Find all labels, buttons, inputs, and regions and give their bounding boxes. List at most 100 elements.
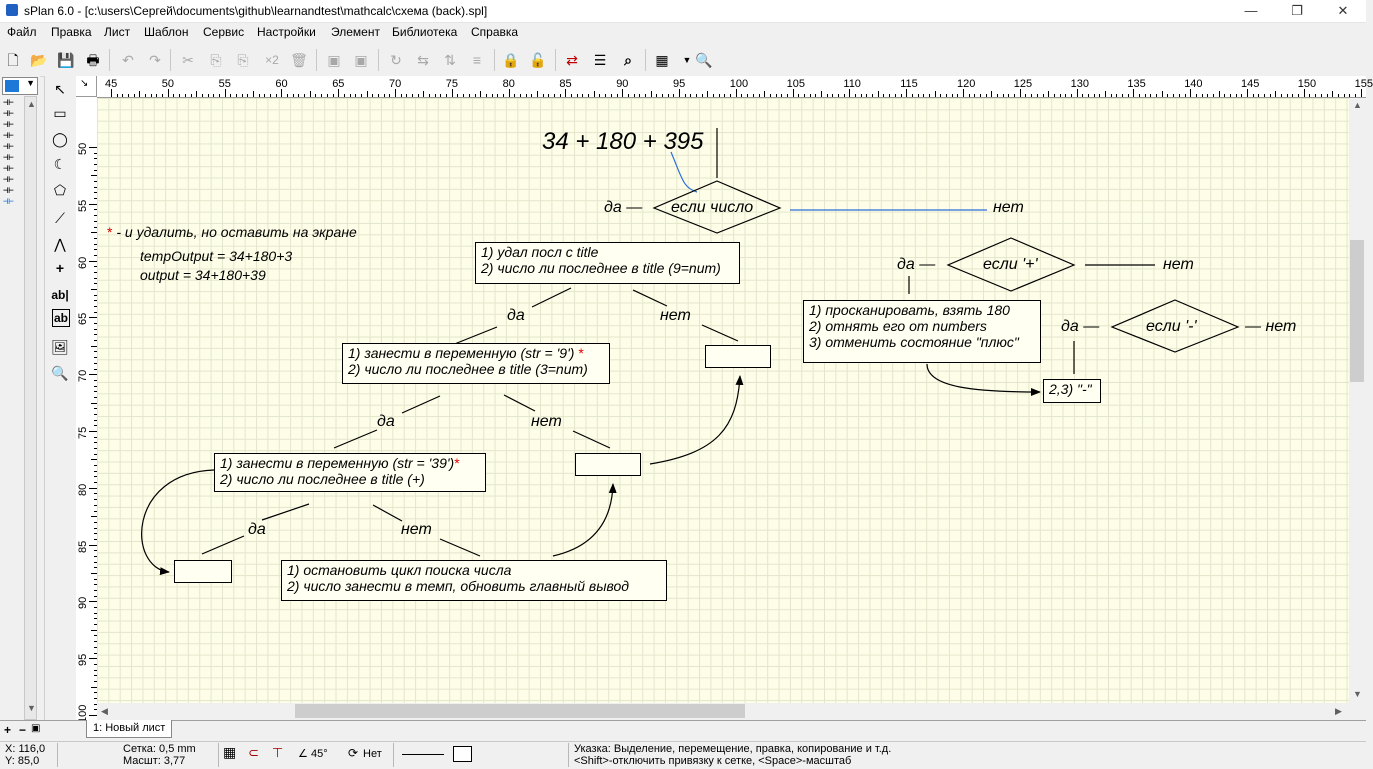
scroll-down-icon[interactable]: ▼: [1353, 689, 1362, 699]
library-symbol[interactable]: ⊣⊢: [3, 142, 14, 152]
expression-text[interactable]: 34 + 180 + 395: [542, 128, 704, 155]
polygon-tool-icon[interactable]: ⬠: [53, 182, 67, 198]
cond1-yes-label[interactable]: да —: [604, 199, 643, 216]
library-symbol[interactable]: ⊣⊢: [3, 131, 14, 141]
undo-icon[interactable]: ↶: [122, 52, 134, 68]
unlock-icon[interactable]: 🔓: [529, 52, 547, 68]
fill-color-preview[interactable]: [453, 746, 472, 762]
library-symbol[interactable]: ⊣⊢: [3, 164, 14, 174]
menu-template[interactable]: Шаблон: [144, 25, 189, 39]
align-icon[interactable]: ≡: [472, 52, 482, 68]
copy-icon[interactable]: ⎘: [210, 52, 222, 68]
library-symbol[interactable]: ⊣⊢: [3, 153, 14, 163]
b3-yes-label[interactable]: да: [248, 521, 266, 538]
image-tool-icon[interactable]: 🖼: [51, 339, 69, 355]
temp-output-text[interactable]: tempOutput = 34+180+3: [140, 248, 293, 264]
redo-icon[interactable]: ↷: [149, 52, 161, 68]
delete-icon[interactable]: 🗑: [290, 52, 308, 68]
cond1-no-label[interactable]: нет: [993, 199, 1024, 216]
rectangle-tool-icon[interactable]: ▭: [53, 105, 67, 121]
drawing-canvas[interactable]: 34 + 180 + 395 * - и удалить, но оставит…: [97, 98, 1349, 703]
rotate-icon[interactable]: ⟳: [348, 746, 359, 760]
box-step4[interactable]: 1) остановить цикл поиска числа 2) число…: [281, 560, 667, 601]
mirror-horizontal-icon[interactable]: ⇆: [417, 52, 429, 68]
note-text[interactable]: * - и удалить, но оставить на экране: [107, 224, 357, 240]
mirror-vertical-icon[interactable]: ⇅: [444, 52, 456, 68]
menu-edit[interactable]: Правка: [51, 25, 92, 39]
arc-tool-icon[interactable]: ☾: [53, 156, 67, 172]
menu-file[interactable]: Файл: [7, 25, 37, 39]
angle-icon[interactable]: ∠: [298, 748, 308, 760]
vertical-scroll-thumb[interactable]: [1350, 240, 1364, 382]
b2-yes-label[interactable]: да: [377, 413, 395, 430]
library-symbol[interactable]: ⊣⊢: [3, 197, 14, 207]
menu-settings[interactable]: Настройки: [257, 25, 316, 39]
line-style-preview[interactable]: [402, 754, 444, 755]
vertical-scrollbar[interactable]: ▲ ▼: [1349, 98, 1366, 703]
lock-icon[interactable]: 🔒: [502, 52, 520, 68]
box-step5[interactable]: 1) просканировать, взять 180 2) отнять е…: [803, 300, 1041, 363]
cond2-yes-label[interactable]: да —: [897, 256, 936, 273]
menu-help[interactable]: Справка: [471, 25, 519, 39]
binoculars-icon[interactable]: ⌕: [624, 52, 632, 68]
junction-tool-icon[interactable]: +: [55, 260, 65, 276]
box-step3[interactable]: 1) занести в переменную (str = '39')* 2)…: [214, 453, 486, 492]
menu-service[interactable]: Сервис: [203, 25, 245, 39]
cond3-no-label[interactable]: — нет: [1245, 318, 1297, 335]
line-tool-icon[interactable]: ⟋: [55, 210, 65, 226]
status-angle[interactable]: 45°: [311, 748, 328, 760]
library-symbol[interactable]: ⊣⊢: [3, 109, 14, 119]
menu-library[interactable]: Библиотека: [392, 25, 458, 39]
open-folder-icon[interactable]: 📂: [30, 52, 48, 68]
scroll-left-icon[interactable]: ◀: [101, 706, 108, 716]
cond2-label[interactable]: если '+': [983, 256, 1038, 273]
new-file-icon[interactable]: 🗋: [7, 52, 19, 68]
close-button[interactable]: ✕: [1337, 3, 1349, 18]
bring-front-icon[interactable]: ▣: [327, 52, 341, 68]
text-tool-icon[interactable]: ab|: [51, 288, 69, 302]
scroll-up-icon[interactable]: ▲: [27, 99, 36, 109]
pointer-tool-icon[interactable]: ↖: [54, 81, 66, 97]
status-rotate[interactable]: Нет: [363, 748, 382, 760]
cond3-label[interactable]: если '-': [1146, 318, 1197, 335]
library-scrollbar[interactable]: ▲ ▼: [24, 96, 37, 720]
send-back-icon[interactable]: ▣: [354, 52, 368, 68]
connect-icon[interactable]: ⇄: [566, 52, 578, 68]
zoom-tool-icon[interactable]: 🔍: [51, 365, 69, 381]
empty-box[interactable]: [575, 453, 641, 476]
b1-yes-label[interactable]: да: [507, 307, 525, 324]
paste-icon[interactable]: ⎘: [237, 52, 249, 68]
grid-icon[interactable]: ▦: [655, 52, 669, 68]
duplicate-icon[interactable]: ×2: [265, 53, 279, 67]
bezier-tool-icon[interactable]: ⋀: [54, 236, 66, 252]
maximize-button[interactable]: ❐: [1291, 3, 1303, 18]
add-sheet-icon[interactable]: +: [4, 723, 12, 737]
cond2-no-label[interactable]: нет: [1163, 256, 1194, 273]
scroll-up-icon[interactable]: ▲: [1353, 100, 1362, 110]
output-text[interactable]: output = 34+180+39: [140, 267, 266, 283]
library-select[interactable]: ▼: [2, 77, 38, 95]
chevron-down-icon[interactable]: ▼: [682, 55, 692, 65]
box-step2[interactable]: 1) занести в переменную (str = '9') * 2)…: [342, 343, 610, 384]
sheet-props-icon[interactable]: ▣: [31, 723, 41, 734]
cut-icon[interactable]: ✂: [182, 52, 194, 68]
empty-box[interactable]: [705, 345, 771, 368]
cond3-yes-label[interactable]: да —: [1061, 318, 1100, 335]
b3-no-label[interactable]: нет: [401, 521, 432, 538]
snap-icon[interactable]: ⊤: [272, 745, 284, 760]
library-symbol[interactable]: ⊣⊢: [3, 175, 14, 185]
library-symbol[interactable]: ⊣⊢: [3, 186, 14, 196]
library-symbol[interactable]: ⊣⊢: [3, 120, 14, 130]
menu-sheet[interactable]: Лист: [104, 25, 131, 39]
scroll-right-icon[interactable]: ▶: [1335, 706, 1342, 716]
box-step6[interactable]: 2,3) "-": [1043, 379, 1101, 403]
library-symbol[interactable]: ⊣⊢: [3, 98, 14, 108]
tab-sheet-1[interactable]: 1: Новый лист: [86, 720, 173, 738]
parts-list-icon[interactable]: ☰: [593, 52, 607, 68]
empty-box[interactable]: [174, 560, 232, 583]
cond1-label[interactable]: если число: [671, 199, 754, 216]
b1-no-label[interactable]: нет: [660, 307, 691, 324]
horizontal-scroll-thumb[interactable]: [295, 704, 745, 718]
b2-no-label[interactable]: нет: [531, 413, 562, 430]
minimize-button[interactable]: —: [1244, 3, 1258, 18]
